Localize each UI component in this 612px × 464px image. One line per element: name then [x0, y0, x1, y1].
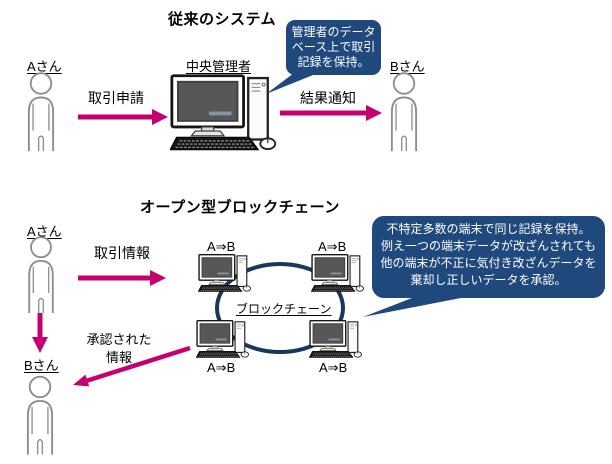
person-a-icon-top	[13, 70, 69, 152]
conventional-title: 従来のシステム	[168, 11, 277, 28]
info-arrow-label: 取引情報	[94, 245, 150, 261]
person-a-label-bottom: Aさん	[27, 224, 62, 239]
person-b-icon-top	[376, 70, 432, 152]
admin-bubble-tail	[266, 73, 318, 94]
info-arrow	[78, 270, 166, 286]
result-arrow-label: 結果通知	[300, 90, 356, 106]
node-computer-icon-bottom-left	[196, 320, 250, 358]
request-arrow-label: 取引申請	[88, 90, 144, 106]
node-label-top-right: A⇒B	[318, 239, 347, 254]
blockchain-ring	[215, 262, 345, 354]
blockchain-bubble-line-1: 不特定多数の端末で同じ記録を保持。	[386, 222, 591, 236]
admin-note-bubble: 管理者のデータ ベース上で取引 記録を保持。	[286, 20, 381, 75]
person-b-label-top: Bさん	[390, 59, 425, 74]
approved-info-arrow	[73, 345, 191, 387]
node-label-bottom-right: A⇒B	[319, 360, 348, 375]
admin-bubble-line-3: 記録を保持。	[297, 55, 370, 69]
admin-bubble-line-1: 管理者のデータ	[291, 25, 376, 39]
blockchain-bubble-line-2: 例え一つの端末データが改ざんされても	[380, 239, 597, 253]
blockchain-bubble-line-3: 他の端末が不正に気付き改ざんデータを	[380, 256, 597, 270]
approved-label-line-1: 承認された	[86, 332, 152, 347]
person-a-label-top: Aさん	[27, 59, 62, 74]
person-a-icon-bottom	[13, 235, 69, 313]
blockchain-ring-label: ブロックチェーン	[236, 302, 332, 316]
a-to-b-down-arrow	[32, 313, 48, 353]
admin-bubble-line-2: ベース上で取引	[291, 40, 376, 54]
central-admin-label: 中央管理者	[186, 59, 252, 74]
approved-arrow-label: 承認された 情報	[84, 331, 154, 367]
node-label-bottom-left: A⇒B	[207, 360, 236, 375]
blockchain-bubble-line-4: 棄却し正しいデータを承認。	[410, 273, 567, 287]
result-arrow	[280, 105, 382, 121]
node-computer-icon-top-left	[198, 254, 252, 292]
request-arrow	[78, 109, 168, 125]
approved-label-line-2: 情報	[105, 350, 132, 365]
person-b-label-bottom: Bさん	[24, 358, 59, 373]
node-computer-icon-bottom-right	[309, 320, 363, 358]
blockchain-title: オープン型ブロックチェーン	[140, 199, 340, 216]
blockchain-note-bubble: 不特定多数の端末で同じ記録を保持。 例え一つの端末データが改ざんされても 他の端…	[372, 216, 605, 298]
person-b-icon-bottom	[12, 372, 68, 457]
node-label-top-left: A⇒B	[207, 239, 236, 254]
